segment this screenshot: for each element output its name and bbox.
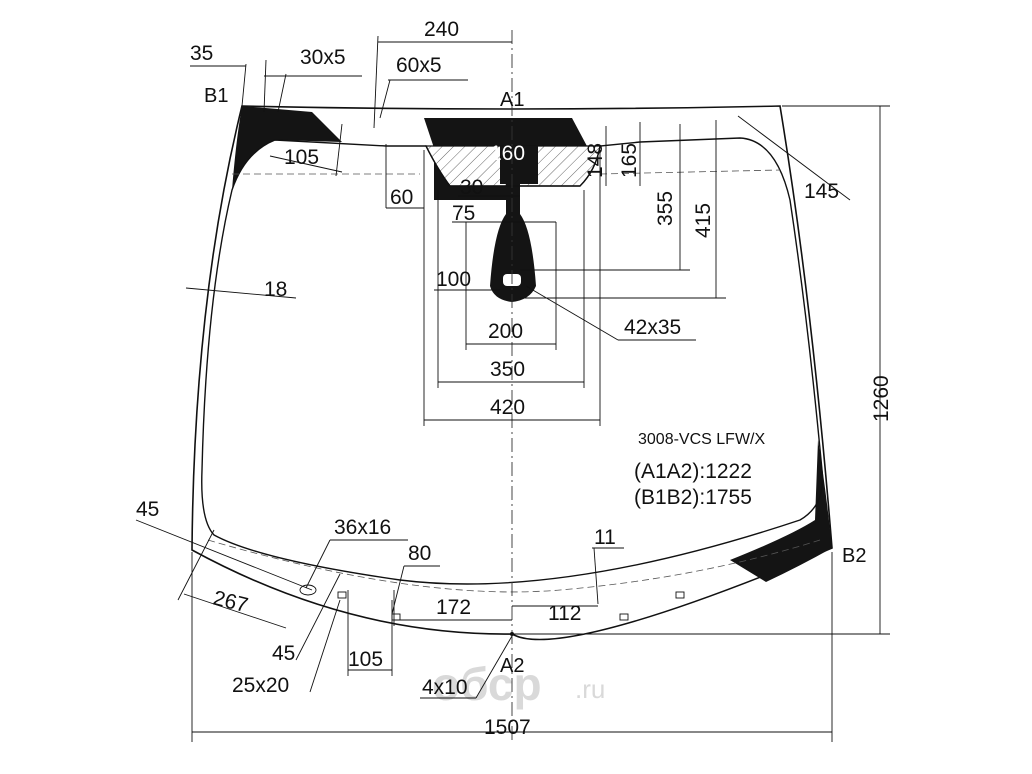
offset-line-bottom [207, 539, 821, 593]
watermark-brand: обср [432, 658, 542, 710]
offset-line-top [232, 169, 781, 175]
watermark: обср .ru [432, 658, 605, 710]
dim-60: 60 [390, 186, 413, 209]
dim-415: 415 [692, 203, 715, 238]
dim-200: 200 [488, 320, 523, 343]
info-b1b2: (B1B2):1755 [634, 486, 752, 509]
label-b2: B2 [842, 545, 866, 567]
dim-355: 355 [654, 191, 677, 226]
dim-18: 18 [264, 278, 287, 301]
dim-60x5: 60x5 [396, 54, 442, 77]
dim-25x20: 25x20 [232, 674, 289, 697]
dim-112: 112 [548, 602, 581, 625]
dim-145: 145 [804, 180, 839, 203]
dim-100: 100 [436, 268, 471, 291]
dim-35: 35 [190, 42, 213, 65]
info-a1a2: (A1A2):1222 [634, 460, 752, 483]
model-code: 3008-VCS LFW/X [638, 431, 765, 448]
dim-36x16: 36x16 [334, 516, 391, 539]
dim-75: 75 [452, 202, 475, 225]
dim-105-top: 105 [284, 146, 319, 169]
dim-148: 148 [584, 143, 607, 178]
dim-45-left: 45 [136, 498, 159, 521]
dim-1260: 1260 [870, 375, 893, 422]
watermark-tld: .ru [575, 674, 605, 704]
label-a2: A2 [500, 655, 524, 677]
dim-80: 80 [408, 542, 431, 565]
dim-240: 240 [424, 18, 459, 41]
inner-vision-outline [201, 137, 824, 585]
frit-right [730, 440, 832, 582]
dimension-lines [135, 35, 890, 742]
dim-350: 350 [490, 358, 525, 381]
dim-160: 160 [490, 142, 525, 165]
label-a1: A1 [500, 89, 524, 111]
dim-11: 11 [594, 526, 616, 549]
dim-1507: 1507 [484, 716, 531, 739]
dim-165: 165 [618, 143, 641, 178]
edge-marks [299, 584, 685, 636]
dim-4x10: 4x10 [422, 676, 468, 699]
dim-267: 267 [211, 587, 251, 618]
dim-105-bottom: 105 [348, 648, 383, 671]
dim-30x5: 30x5 [300, 46, 346, 69]
label-b1: B1 [204, 85, 228, 107]
dim-30: 30 [460, 176, 483, 199]
mirror-mount [490, 146, 538, 302]
dim-420: 420 [490, 396, 525, 419]
dim-172: 172 [436, 596, 471, 619]
dim-45-bottom: 45 [272, 642, 295, 665]
frit-top-left [232, 106, 342, 190]
dim-42x35: 42x35 [624, 316, 681, 339]
